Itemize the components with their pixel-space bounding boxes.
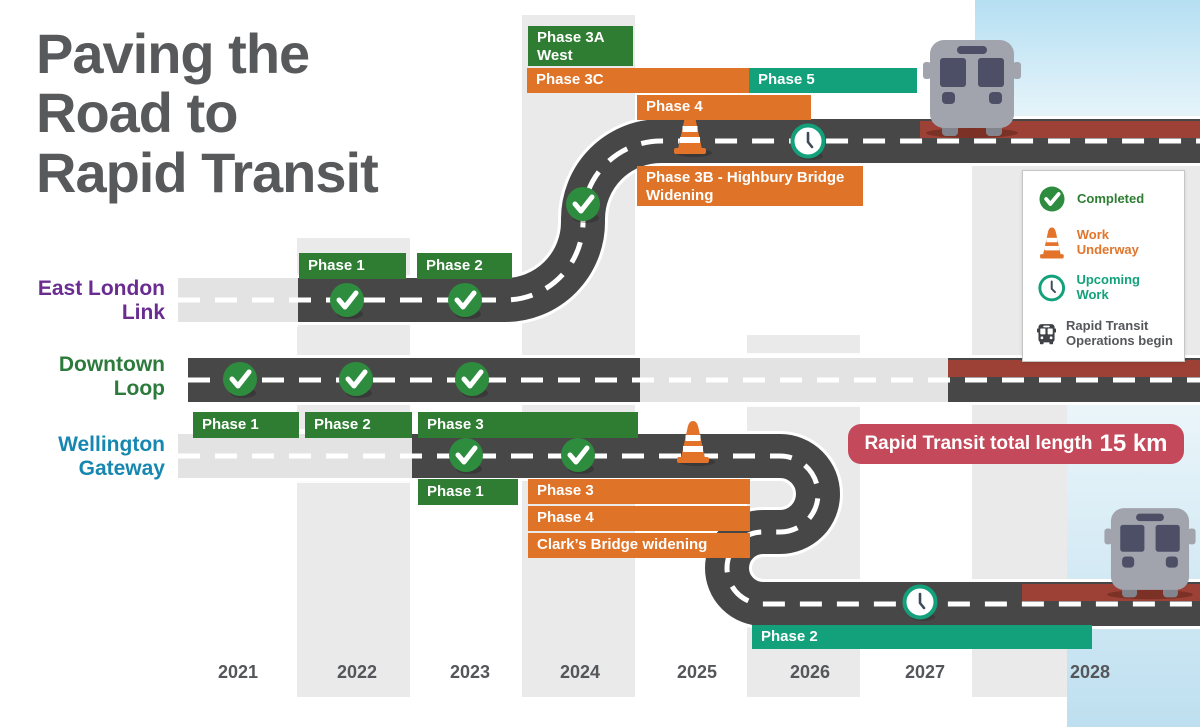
phase-box-downtown-phase-2: Phase 2 — [305, 412, 412, 438]
phase-box-east-london-phase-3c: Phase 3C — [527, 68, 749, 93]
phase-box-wellington-phase-2: Phase 2 — [752, 625, 1092, 649]
phase-box-east-london-phase-2: Phase 2 — [417, 253, 512, 279]
phase-box-wellington-phase-3: Phase 3 — [528, 479, 750, 504]
road-wellington-gateway — [178, 431, 1200, 629]
year-label-2025: 2025 — [676, 662, 718, 682]
phase-box-east-london-phase-3b-highbury: Phase 3B - Highbury Bridge Widening — [637, 166, 863, 206]
legend-label: Rapid Transit Operations begin — [1066, 318, 1173, 348]
legend-item-work-underway: Work Underway — [1037, 226, 1174, 260]
legend-label: Completed — [1077, 190, 1145, 206]
legend-label: Upcoming Work — [1076, 271, 1140, 302]
year-label-2026: 2026 — [789, 662, 831, 682]
year-label-2022: 2022 — [336, 662, 378, 682]
phase-box-east-london-phase-5: Phase 5 — [749, 68, 917, 93]
faded-road-overlays — [172, 273, 948, 483]
row-label-east-london-link: East London Link — [37, 277, 165, 324]
year-label-2027: 2027 — [904, 662, 946, 682]
badge-value: 15 km — [1099, 430, 1168, 457]
phase-box-east-london-phase-4: Phase 4 — [637, 95, 811, 120]
phase-box-downtown-phase-3: Phase 3 — [418, 412, 638, 438]
year-label-2023: 2023 — [449, 662, 491, 682]
badge-text: Rapid Transit total length — [864, 433, 1093, 454]
year-label-2024: 2024 — [559, 662, 601, 682]
year-label-2028: 2028 — [1069, 662, 1111, 682]
legend-item-completed: Completed — [1037, 183, 1174, 215]
legend-item-operations-begin: Rapid Transit Operations begin — [1037, 315, 1174, 353]
phase-box-wellington-phase-4: Phase 4 — [528, 506, 750, 531]
clock-icon — [1038, 274, 1066, 301]
phase-box-east-london-phase-3a-west: Phase 3A West — [528, 26, 633, 66]
legend: Completed Work Underway Upcoming Work — [1022, 170, 1185, 362]
dedicated-lane-middle — [948, 360, 1200, 377]
phase-box-wellington-phase-1: Phase 1 — [418, 479, 518, 505]
phase-box-downtown-phase-1: Phase 1 — [193, 412, 299, 438]
row-label-wellington-gateway: Wellington Gateway — [58, 433, 165, 480]
bus-icon — [923, 40, 1021, 138]
phase-box-wellington-clarks-bridge: Clark’s Bridge widening — [528, 533, 750, 558]
bus-icon — [1104, 508, 1196, 600]
traffic-cone-icon — [1040, 227, 1064, 259]
title-line: Road to — [36, 81, 238, 145]
page-title: Paving the Road to Rapid Transit — [36, 22, 379, 204]
title-line: Rapid Transit — [36, 140, 379, 204]
year-label-2021: 2021 — [217, 662, 259, 682]
legend-label: Work Underway — [1076, 227, 1139, 258]
title-line: Paving the — [36, 22, 310, 85]
row-label-downtown-loop: Downtown Loop — [58, 353, 165, 400]
total-length-badge: Rapid Transit total length 15 km — [848, 424, 1184, 464]
bus-icon — [1037, 324, 1057, 345]
phase-box-east-london-phase-1: Phase 1 — [299, 253, 406, 279]
legend-item-upcoming-work: Upcoming Work — [1037, 272, 1174, 304]
check-icon — [1039, 186, 1065, 212]
